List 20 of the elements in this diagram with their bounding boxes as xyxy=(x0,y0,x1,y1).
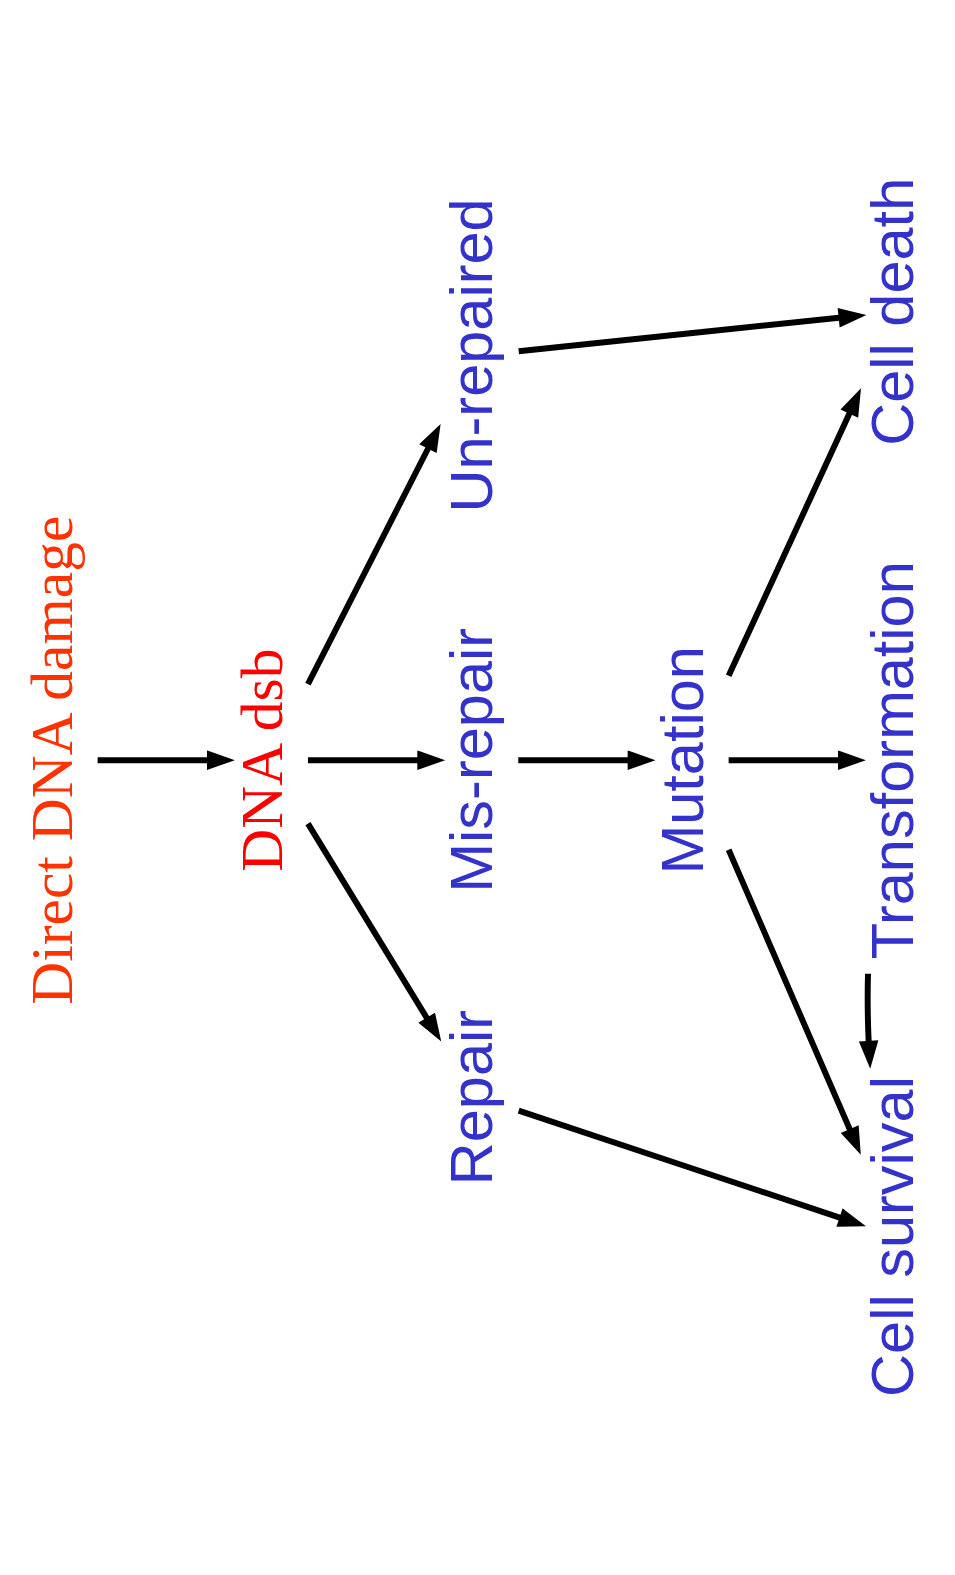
node-text: Transformation xyxy=(859,561,927,960)
arrow xyxy=(97,750,235,770)
node-text: Repair xyxy=(438,1009,506,1186)
node-text: Mis-repair xyxy=(438,627,506,893)
arrow xyxy=(517,1107,866,1227)
node-text: DNA dsb xyxy=(229,648,296,872)
node-text: Cell death xyxy=(859,177,927,446)
arrow xyxy=(725,848,861,1155)
arrow xyxy=(305,423,441,686)
arrow xyxy=(728,750,866,770)
arrow xyxy=(725,388,861,678)
arrow xyxy=(307,750,446,770)
node-text: Un-repaired xyxy=(438,198,506,513)
node-text: Mutation xyxy=(648,646,716,875)
arrow xyxy=(305,822,442,1042)
arrow xyxy=(518,308,867,355)
arrow xyxy=(518,750,656,770)
arrow xyxy=(858,973,879,1069)
node-text: Cell survival xyxy=(859,1076,927,1397)
node-text: Direct DNA damage xyxy=(18,515,85,1005)
